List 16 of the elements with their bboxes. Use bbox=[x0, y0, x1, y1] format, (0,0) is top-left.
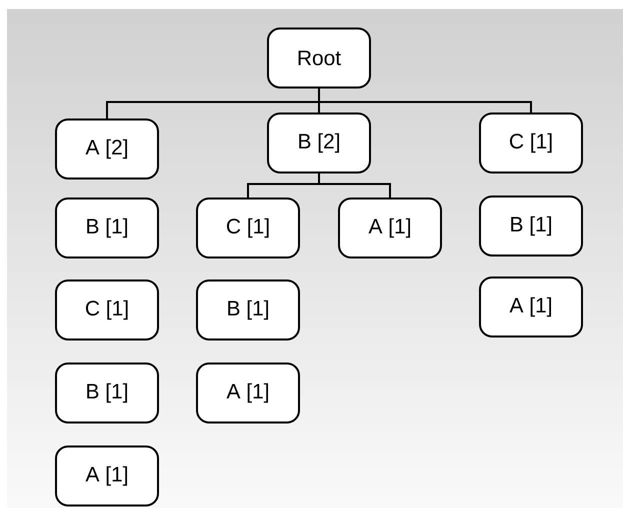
tree-node-box: C [1] bbox=[55, 279, 159, 340]
tree-node-box: B [1] bbox=[196, 279, 300, 340]
tree-node-box: C [1] bbox=[479, 112, 583, 174]
tree-node-box: A [1] bbox=[196, 362, 300, 424]
tree-node-box: A [1] bbox=[338, 197, 442, 258]
tree-node-box: A [1] bbox=[479, 276, 583, 338]
tree-node-box: A [1] bbox=[55, 445, 159, 506]
connector-line bbox=[318, 173, 391, 198]
tree-node-box: Root bbox=[267, 28, 371, 88]
tree-node-box: B [1] bbox=[479, 195, 583, 256]
tree-node-box: B [2] bbox=[267, 112, 371, 174]
tree-node-box: C [1] bbox=[196, 197, 300, 258]
tree-node-box: A [2] bbox=[55, 118, 159, 180]
tree-node-box: B [1] bbox=[55, 362, 159, 424]
connector-line bbox=[318, 88, 532, 112]
tree-node-box: B [1] bbox=[55, 197, 159, 258]
